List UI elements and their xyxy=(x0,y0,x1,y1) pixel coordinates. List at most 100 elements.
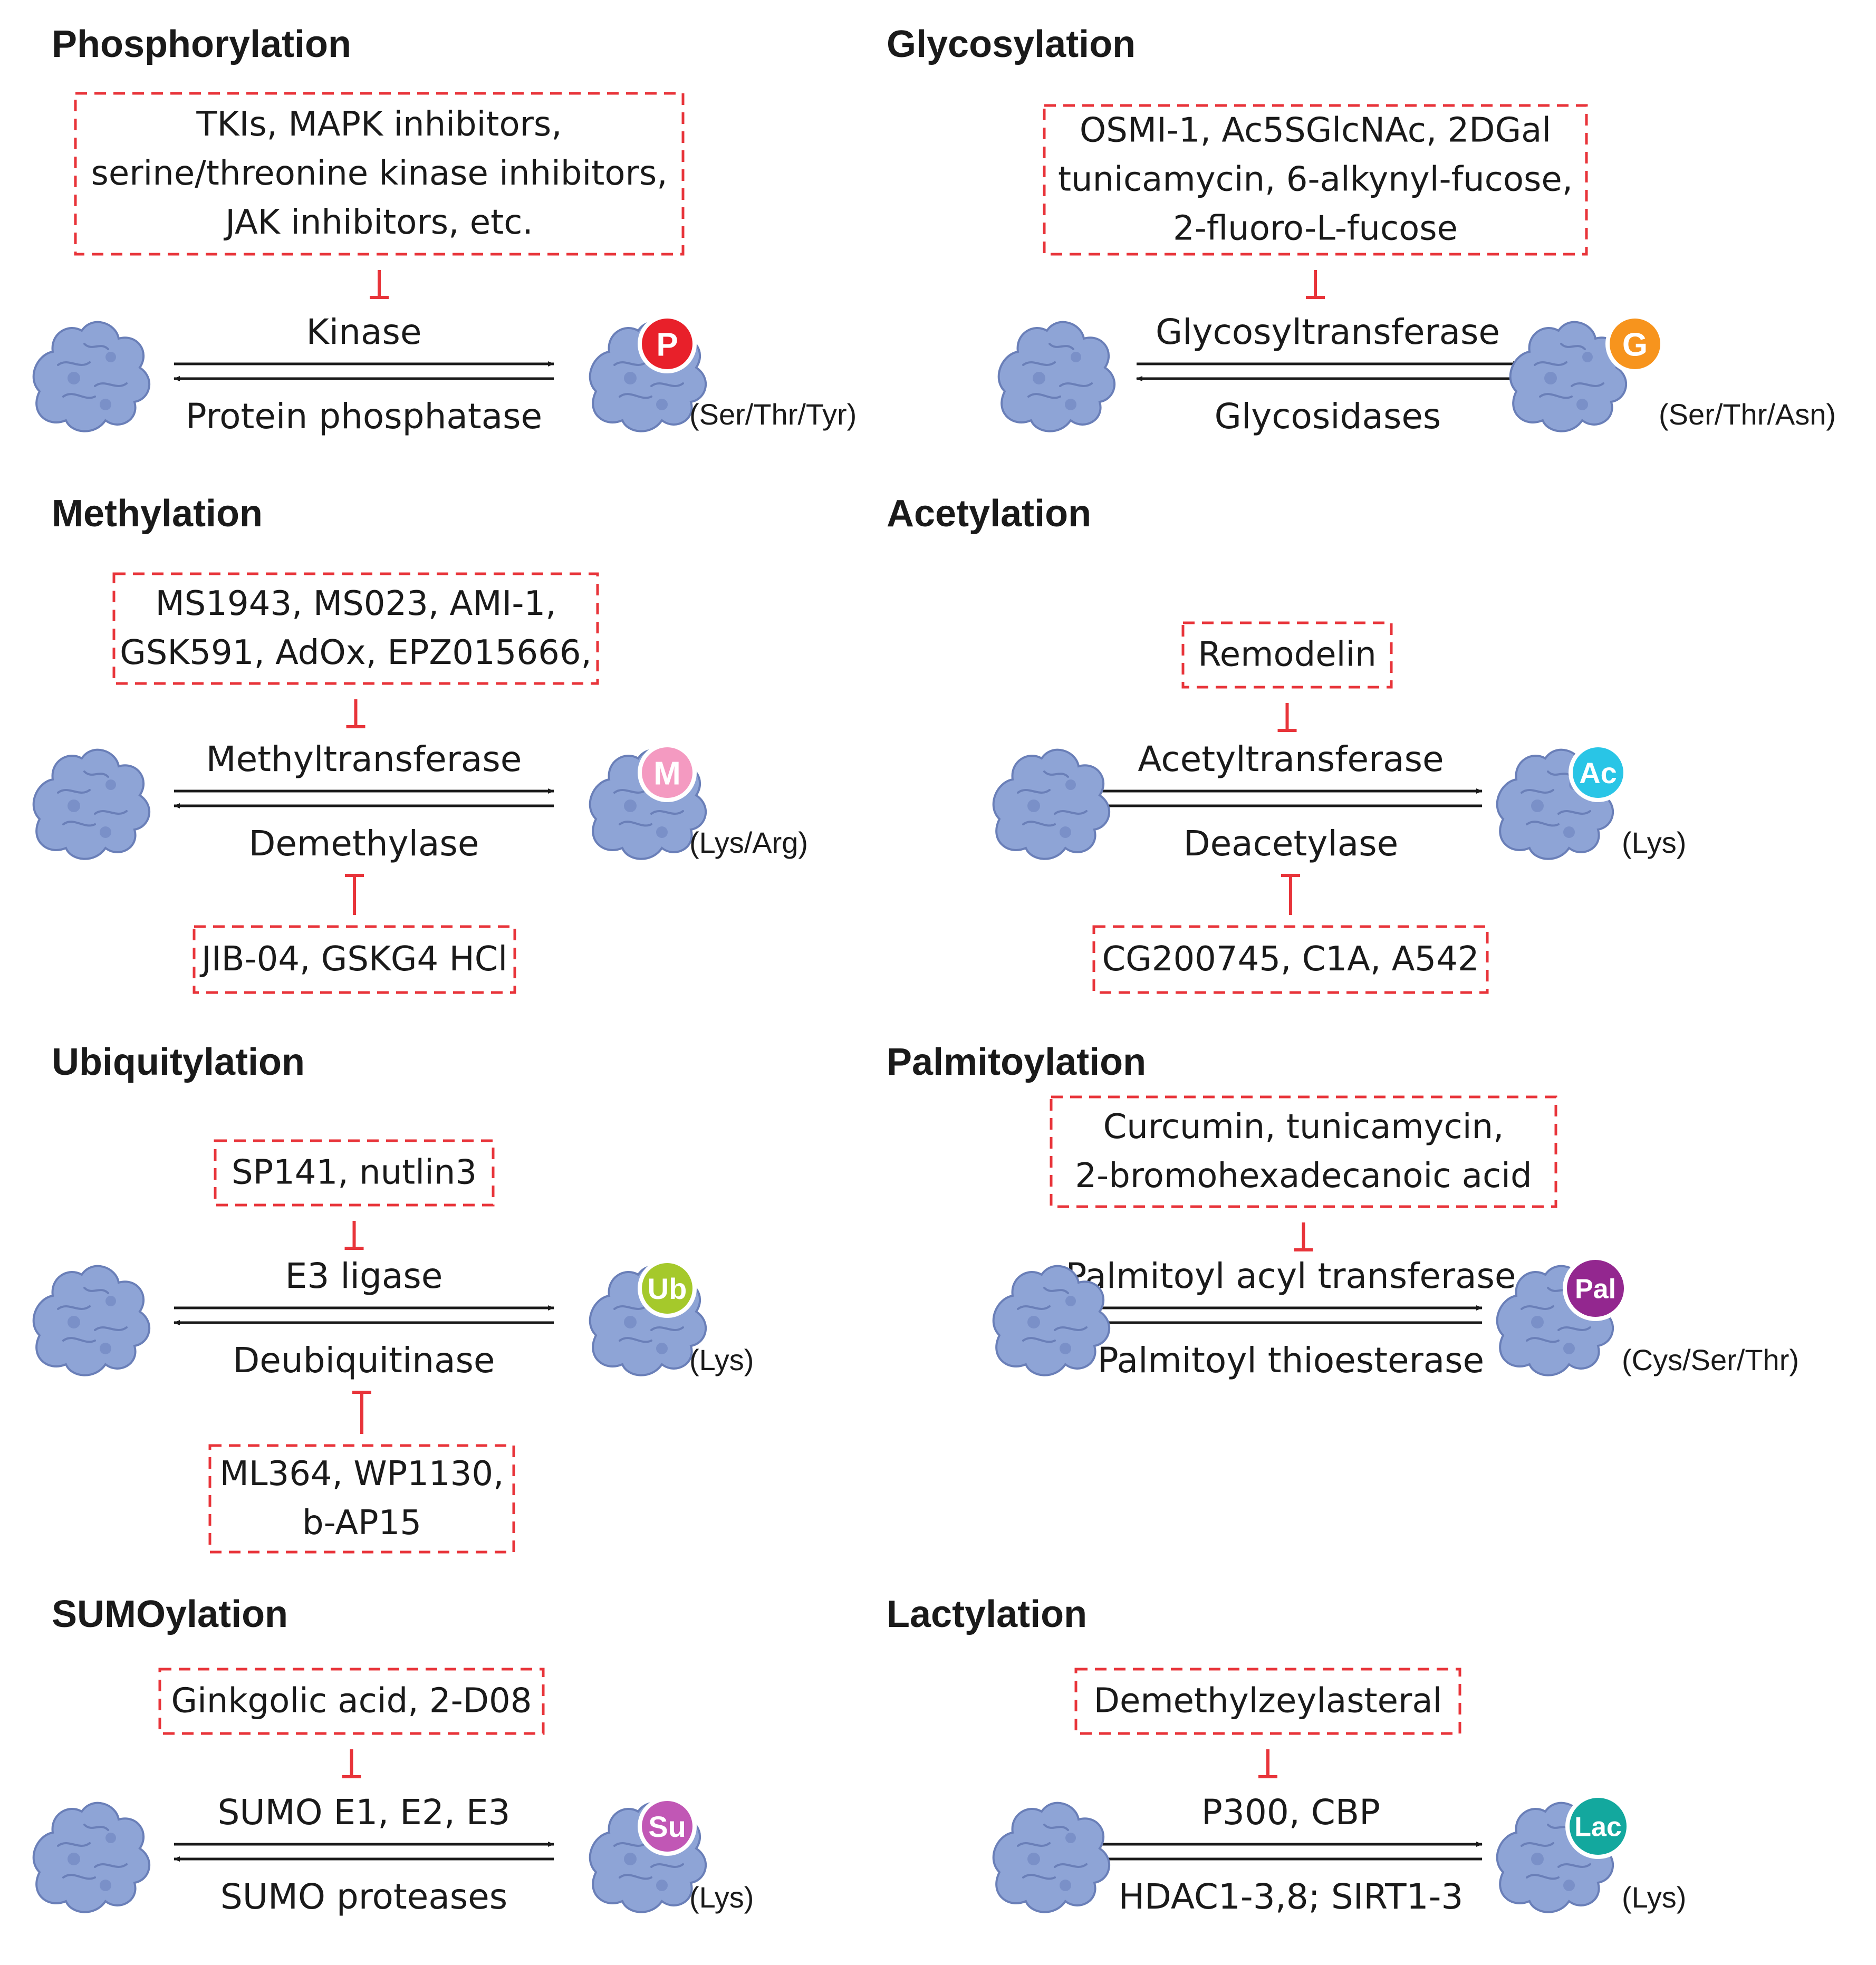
forward-enzyme-label: Glycosyltransferase xyxy=(1156,312,1500,352)
forward-inhibitor-box-border xyxy=(1050,1095,1557,1208)
forward-inhibitor-box-line: JAK inhibitors, etc. xyxy=(223,203,533,242)
reverse-enzyme-label: HDAC1-3,8; SIRT1-3 xyxy=(1119,1876,1464,1917)
modification-badge: Su xyxy=(638,1797,697,1856)
unmodified-protein-icon xyxy=(992,748,1110,860)
badge-label: P xyxy=(656,326,678,363)
forward-inhibitor-box: MS1943, MS023, AMI-1, GSK591, AdOx, EPZ01… xyxy=(112,572,599,685)
forward-inhibitor-box-line: 2-bromohexadecanoic acid xyxy=(1075,1157,1532,1196)
reverse-enzyme-label: SUMO proteases xyxy=(220,1876,507,1917)
forward-inhibitor-box-line: MS1943, MS023, AMI-1, xyxy=(155,584,556,623)
panel-title: Methylation xyxy=(52,493,263,535)
forward-inhibitor-box-border xyxy=(1074,1668,1461,1735)
unmodified-protein-icon xyxy=(997,321,1115,432)
forward-inhibitor-box: Remodelin xyxy=(1181,621,1393,689)
reverse-enzyme-label: Protein phosphatase xyxy=(186,396,542,437)
reverse-inhibitor-box-border xyxy=(193,925,516,994)
reverse-inhibitor-box-line: ML364, WP1130, xyxy=(220,1455,504,1494)
reverse-inhibition-symbol xyxy=(345,874,364,915)
reverse-inhibitor-box-line: CG200745, C1A, A542 xyxy=(1102,940,1479,979)
forward-inhibitor-box-line: Curcumin, tunicamycin, xyxy=(1103,1107,1504,1147)
badge-label: G xyxy=(1622,326,1648,363)
badge-label: M xyxy=(653,755,681,792)
reverse-enzyme-label: Glycosidases xyxy=(1215,396,1441,437)
forward-inhibitor-box: Ginkgolic acid, 2-D08 xyxy=(158,1668,545,1735)
residue-site-label: (Cys/Ser/Thr) xyxy=(1622,1343,1799,1376)
forward-enzyme-label: Acetyltransferase xyxy=(1138,739,1444,779)
reverse-enzyme-label: Palmitoyl thioesterase xyxy=(1098,1340,1484,1381)
reverse-inhibition-symbol xyxy=(1281,874,1300,915)
forward-inhibition-symbol xyxy=(1306,270,1325,299)
residue-site-label: (Lys) xyxy=(1622,826,1686,859)
forward-inhibitor-box: Curcumin, tunicamycin, 2-bromohexadecanoi… xyxy=(1050,1095,1557,1208)
residue-site-label: (Ser/Thr/Asn) xyxy=(1659,398,1836,431)
reverse-inhibitor-box: JIB-04, GSKG4 HCl xyxy=(193,925,516,994)
panel-title: Acetylation xyxy=(887,493,1091,535)
forward-inhibitor-box-line: Remodelin xyxy=(1198,635,1377,674)
forward-enzyme-label: P300, CBP xyxy=(1201,1792,1380,1833)
reverse-inhibitor-box: CG200745, C1A, A542 xyxy=(1092,925,1489,994)
badge-label: Lac xyxy=(1574,1812,1622,1843)
unmodified-protein-icon xyxy=(32,748,150,860)
forward-inhibitor-box-line: SP141, nutlin3 xyxy=(232,1153,477,1192)
panel-title: Glycosylation xyxy=(887,23,1136,65)
residue-site-label: (Lys/Arg) xyxy=(689,826,808,859)
modification-badge: Ac xyxy=(1569,743,1628,802)
reverse-enzyme-label: Demethylase xyxy=(249,823,479,864)
forward-enzyme-label: Palmitoyl acyl transferase xyxy=(1065,1256,1516,1296)
forward-inhibition-symbol xyxy=(344,1221,364,1250)
forward-inhibitor-box: TKIs, MAPK inhibitors,serine/threonine k… xyxy=(74,92,685,256)
forward-inhibitor-box-border xyxy=(1181,621,1393,689)
reverse-enzyme-label: Deacetylase xyxy=(1184,823,1398,864)
badge-label: Ac xyxy=(1579,756,1617,789)
forward-inhibitor-box: Demethylzeylasteral xyxy=(1074,1668,1461,1735)
reverse-inhibitor-box-border xyxy=(208,1444,515,1554)
forward-inhibition-symbol xyxy=(370,270,389,299)
residue-site-label: (Ser/Thr/Tyr) xyxy=(689,398,857,431)
forward-inhibitor-box-border xyxy=(74,92,685,256)
forward-inhibitor-box-line: 2-fluoro-L-fucose xyxy=(1173,209,1458,248)
forward-inhibitor-box-line: Demethylzeylasteral xyxy=(1094,1681,1442,1720)
unmodified-protein-icon xyxy=(32,1265,150,1376)
reverse-inhibitor-box-line: b-AP15 xyxy=(302,1504,421,1543)
modified-protein-icon xyxy=(1509,321,1627,432)
panel-title: SUMOylation xyxy=(52,1593,288,1635)
modification-badge: Pal xyxy=(1563,1256,1628,1321)
unmodified-protein-icon xyxy=(32,321,150,432)
badge-label: Su xyxy=(648,1810,686,1843)
forward-enzyme-label: E3 ligase xyxy=(285,1256,443,1296)
forward-inhibitor-box-line: Ginkgolic acid, 2-D08 xyxy=(171,1681,532,1720)
forward-inhibitor-box-border xyxy=(112,572,599,685)
forward-inhibitor-box-border xyxy=(1043,104,1588,256)
forward-inhibitor-box-border xyxy=(214,1139,495,1207)
modification-badge: P xyxy=(638,314,697,373)
unmodified-protein-icon xyxy=(32,1802,150,1913)
badge-label: Pal xyxy=(1575,1274,1616,1305)
panel-title: Phosphorylation xyxy=(52,23,351,65)
forward-inhibitor-box-line: GSK591, AdOx, EPZ015666, xyxy=(120,633,592,672)
reverse-inhibitor-box-line: JIB-04, GSKG4 HCl xyxy=(199,940,507,979)
forward-inhibitor-box: SP141, nutlin3 xyxy=(214,1139,495,1207)
residue-site-label: (Lys) xyxy=(689,1343,754,1376)
reverse-inhibitor-box: ML364, WP1130, b-AP15 xyxy=(208,1444,515,1554)
unmodified-protein-icon xyxy=(992,1802,1110,1913)
panel-title: Lactylation xyxy=(887,1593,1087,1635)
forward-inhibitor-box-line: OSMI-1, Ac5SGlcNAc, 2DGal xyxy=(1080,111,1551,150)
modification-badge: M xyxy=(638,743,697,802)
modification-badge: G xyxy=(1605,314,1665,373)
modification-badge: Lac xyxy=(1565,1794,1631,1859)
unmodified-protein-icon xyxy=(992,1265,1110,1376)
residue-site-label: (Lys) xyxy=(1622,1881,1686,1914)
forward-inhibition-symbol xyxy=(1294,1222,1313,1251)
residue-site-label: (Lys) xyxy=(689,1881,754,1914)
forward-inhibition-symbol xyxy=(346,699,365,728)
reverse-inhibition-symbol xyxy=(352,1391,371,1434)
badge-label: Ub xyxy=(648,1272,687,1305)
forward-inhibition-symbol xyxy=(1258,1749,1277,1778)
